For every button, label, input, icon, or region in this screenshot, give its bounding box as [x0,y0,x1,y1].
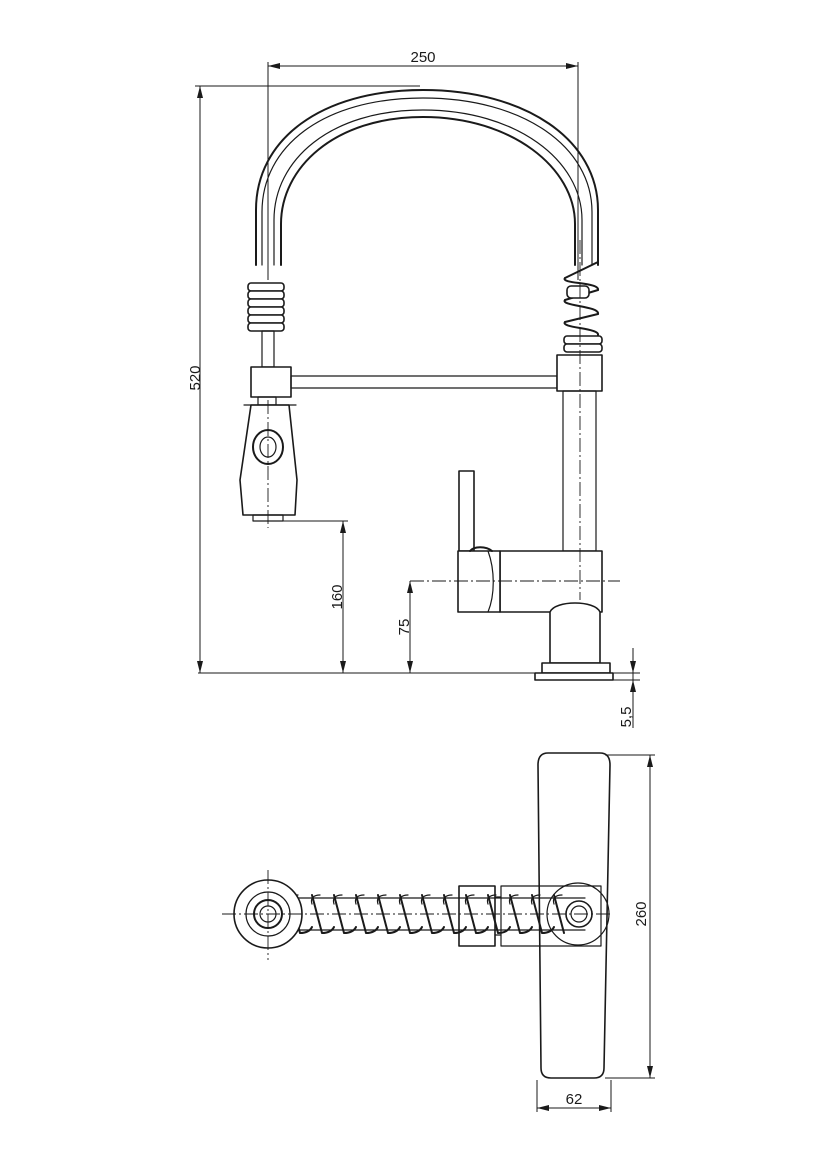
dim-height-160: 160 [283,520,348,673]
right-spring [563,261,603,353]
holder-arm [250,354,603,398]
dim-length-260: 260 [605,754,655,1079]
spray-head [239,396,298,522]
dim-label-160: 160 [329,584,346,609]
lever-handle [457,470,501,613]
dim-base-5-5: 5,5 [613,648,640,728]
body-block-top [500,885,602,947]
dim-width-250: 250 [267,49,579,280]
dim-height-520: 520 [187,85,420,673]
dim-label-260: 260 [633,901,650,926]
dim-height-75: 75 [396,581,413,673]
top-plan: 260 62 [222,752,655,1112]
left-spring [247,282,285,368]
dim-label-250: 250 [410,49,435,66]
holder-block-top [458,885,496,947]
dim-width-62: 62 [536,1080,612,1112]
dim-label-75: 75 [396,619,413,636]
dim-label-5-5: 5,5 [618,707,635,728]
front-elevation: 250 520 160 75 [187,49,640,728]
arched-hose [255,89,599,266]
dim-label-520: 520 [187,365,204,390]
dim-label-62: 62 [566,1091,583,1108]
faucet-body [499,390,614,681]
